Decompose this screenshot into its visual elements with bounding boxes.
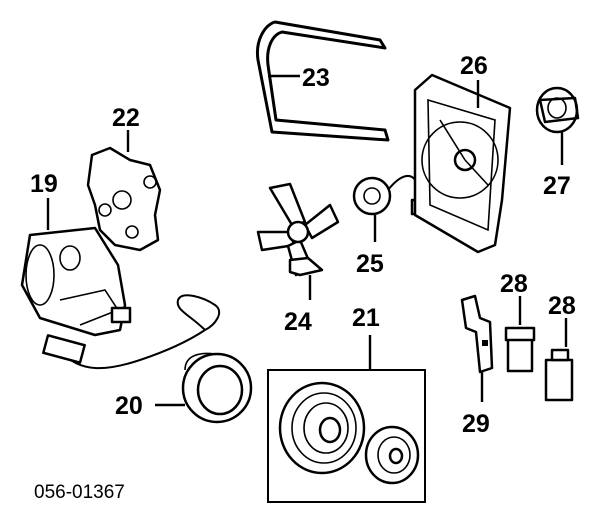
clutch-assembly-box: [267, 335, 426, 503]
callout-29: 29: [462, 410, 490, 438]
callout-20: 20: [115, 392, 143, 420]
compressor-drawing: [20, 198, 132, 337]
drive-belt-drawing: [255, 20, 390, 142]
callout-22: 22: [112, 104, 140, 132]
clutch-plate-drawing: [364, 425, 420, 485]
callout-21: 21: [352, 304, 380, 332]
figure-code: 056-01367: [34, 482, 125, 503]
relay-left-drawing: [504, 296, 536, 373]
compressor-bracket-drawing: [86, 130, 162, 252]
callout-26: 26: [460, 52, 488, 80]
callout-25: 25: [356, 250, 384, 278]
callout-27: 27: [543, 172, 571, 200]
fan-shroud-drawing: [413, 73, 512, 254]
condenser-fan-drawing: [256, 182, 340, 300]
callout-23: 23: [302, 64, 330, 92]
callout-19: 19: [30, 170, 58, 198]
callout-24: 24: [284, 308, 312, 336]
thermo-switch-drawing: [535, 86, 580, 165]
callout-28-left: 28: [500, 270, 528, 298]
clutch-coil-drawing: [42, 294, 253, 424]
relay-right-drawing: [544, 318, 574, 402]
relay-bracket-drawing: [460, 294, 494, 402]
callout-28-right: 28: [548, 292, 576, 320]
clutch-pulley-drawing: [278, 381, 366, 475]
